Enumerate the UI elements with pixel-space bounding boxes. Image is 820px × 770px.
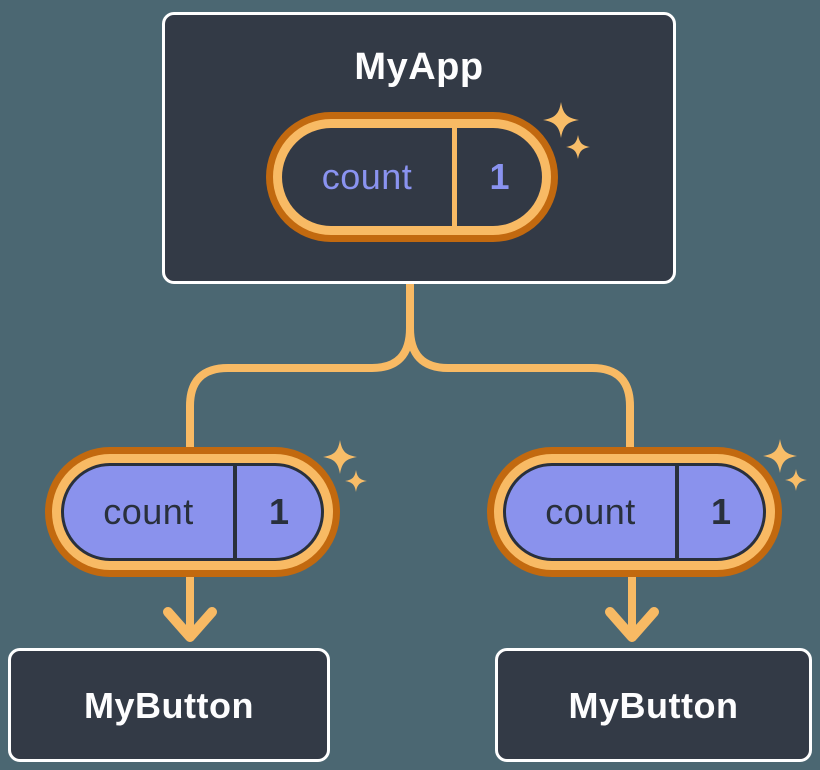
sparkle-icon bbox=[763, 439, 797, 473]
component-node-mybutton-left: MyButton bbox=[8, 648, 330, 762]
component-title: MyButton bbox=[568, 685, 739, 726]
pill-divider bbox=[233, 466, 237, 558]
state-name: count bbox=[321, 156, 413, 197]
arrow-head-right bbox=[605, 607, 659, 642]
state-pill-body: count 1 bbox=[282, 128, 542, 226]
prop-pill-body: count 1 bbox=[503, 463, 766, 561]
sparkle-icon bbox=[785, 469, 807, 491]
sparkle-icon bbox=[323, 440, 357, 474]
prop-value: 1 bbox=[710, 491, 732, 532]
state-pill-myapp: count 1 bbox=[266, 112, 558, 242]
sparkle-icon bbox=[345, 470, 367, 492]
prop-name: count bbox=[545, 491, 636, 532]
state-pill-ring: count 1 bbox=[273, 119, 551, 235]
prop-pill-right: count 1 bbox=[487, 447, 782, 577]
prop-pill-ring: count 1 bbox=[52, 454, 333, 570]
prop-name: count bbox=[103, 491, 194, 532]
prop-pill-body: count 1 bbox=[61, 463, 324, 561]
component-title: MyButton bbox=[84, 685, 254, 726]
pill-divider bbox=[452, 128, 457, 226]
pill-divider bbox=[675, 466, 679, 558]
state-value: 1 bbox=[489, 156, 510, 197]
wire-branch-right bbox=[406, 327, 634, 452]
prop-pill-ring: count 1 bbox=[494, 454, 775, 570]
prop-value: 1 bbox=[268, 491, 290, 532]
arrow-head-left bbox=[163, 607, 217, 642]
prop-pill-left: count 1 bbox=[45, 447, 340, 577]
component-node-mybutton-right: MyButton bbox=[495, 648, 812, 762]
component-title: MyApp bbox=[354, 46, 484, 88]
wire-branch-left bbox=[186, 327, 414, 452]
